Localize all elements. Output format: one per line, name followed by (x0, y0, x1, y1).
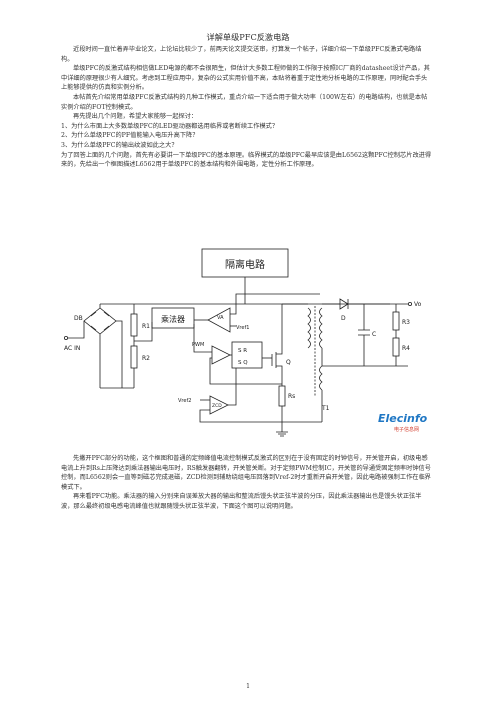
multiplier-to-pwm (193, 324, 212, 353)
secondary-winding (319, 307, 323, 349)
page-number: 1 (246, 683, 250, 690)
auxiliary-winding (319, 365, 323, 391)
watermark-logo: Elecinfo (378, 412, 428, 425)
analysis-paragraph-2: 再来看PFC功能。乘法器的输入分别来自误差放大器的输出和整流后馒头状正弦半波的分… (61, 493, 422, 510)
vo-terminal (407, 302, 412, 307)
r4-resistor (392, 337, 400, 357)
t1-label: T1 (321, 405, 330, 412)
intro-paragraph-1: 近段时间一直忙着弄毕业论文，上论坛比较少了，前两天论文提交送审，打算发一个帖子，… (61, 46, 422, 63)
db-label: DB (74, 315, 83, 322)
va-label: VA (217, 315, 224, 321)
r4-label: R4 (402, 345, 410, 352)
ac-in-label: AC IN (64, 345, 80, 352)
zcd-to-sr (228, 368, 237, 406)
ground-symbol (276, 431, 288, 437)
intro-paragraph-3: 本帖首先介绍常用单级PFC反激式结构的几种工作模式，重点介绍一下适合用于做大功率… (61, 93, 428, 111)
feedback-line (230, 293, 320, 315)
question-2: 2、为什么单级PFC的PF值能输入电压升高下降？ (61, 132, 199, 140)
circuit-diagram: 隔离电路 DB AC IN R1 R2 乘法器 (60, 246, 440, 450)
intro-paragraph-5: 为了回答上面的几个问题，首先有必要讲一下单级PFC的基本原理。临界模式的单级PF… (61, 151, 432, 169)
r2-label: R2 (142, 355, 150, 362)
analysis-text-block: 先撇开PFC部分的功能，这个框图和普通的定频峰值电流控制模式反激式的区别在于没有… (61, 454, 433, 512)
mosfet-q (271, 304, 283, 386)
primary-winding (307, 307, 311, 349)
rs-label: Rs (288, 393, 295, 400)
q-label: Q (286, 359, 291, 366)
multiplier-box (151, 307, 195, 329)
sr-label-bottom: S Q (238, 360, 248, 366)
output-capacitor (358, 304, 370, 366)
multiplier-label: 乘法器 (161, 314, 185, 324)
doc-title: 详解单级PFC反激电路 (206, 32, 290, 42)
pwm-comparator (211, 345, 231, 365)
r1-label: R1 (142, 323, 150, 330)
vref1-label: Vref1 (236, 325, 249, 331)
ac-terminal (64, 336, 69, 341)
vo-label: Vo (414, 301, 422, 308)
analysis-paragraph-1: 先撇开PFC部分的功能，这个框图和普通的定频峰值电流控制模式反激式的区别在于没有… (61, 455, 431, 491)
sr-label-top: S R (238, 348, 247, 354)
intro-text-block: 近段时间一直忙着弄毕业论文，上论坛比较少了，前两天论文提交送审，打算发一个帖子，… (61, 45, 433, 170)
isolation-label: 隔离电路 (225, 258, 265, 271)
aux-winding-feedback (199, 409, 322, 423)
output-return (321, 348, 408, 367)
diode-bridge (83, 304, 117, 388)
current-sense-line (209, 357, 282, 385)
r3-resistor (392, 311, 400, 331)
bridge-return (116, 320, 123, 388)
rs-resistor (278, 385, 286, 407)
pwm-label: PWM (192, 342, 204, 348)
circuit-svg: 隔离电路 DB AC IN R1 R2 乘法器 (64, 248, 428, 437)
r2-resistor (130, 345, 138, 369)
error-amplifier (207, 307, 231, 333)
question-3: 3、为什么单级PFC的输出纹波如此之大？ (61, 141, 178, 149)
ac-input-wire (68, 321, 85, 339)
zcd-comparator (209, 395, 229, 415)
watermark-subtitle: 电子信息网 (394, 426, 419, 433)
question-1: 1、为什么市面上大多数单级PFC的LED驱动器都选用临界或者断续工作模式？ (61, 122, 279, 130)
vref2-label: Vref2 (178, 398, 191, 404)
r1-resistor (130, 313, 138, 337)
r3-label: R3 (402, 319, 410, 326)
bridge-diodes-detail (90, 311, 110, 331)
d-label: D (341, 315, 346, 322)
intro-paragraph-4: 再先提出几个问题，希望大家能够一起探讨： (73, 113, 198, 121)
zcd-label: ZCD (212, 403, 222, 409)
c-label: C (372, 331, 376, 338)
intro-paragraph-2: 单级PFC的反激式结构相信做LED电源的都不会很陌生，但估计大多数工程师做的工作… (61, 65, 430, 92)
